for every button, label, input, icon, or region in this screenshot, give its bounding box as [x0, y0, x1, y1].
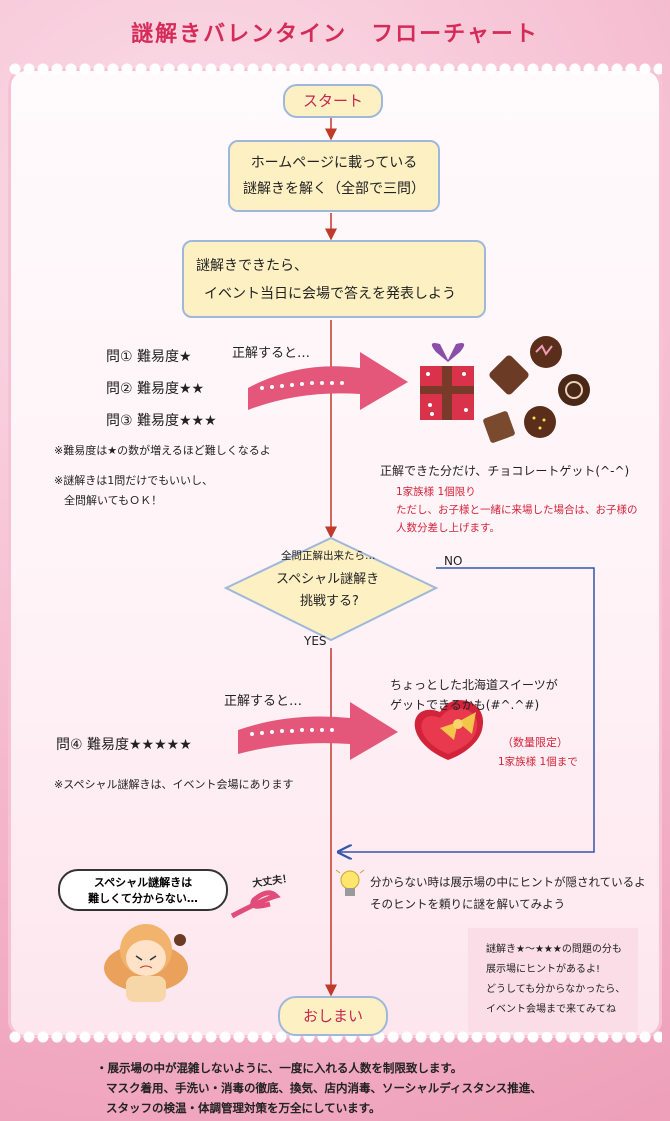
- partial-note-2: 全問解いてもＯＫ！: [64, 494, 163, 507]
- decision-line3: 挑戦する?: [300, 594, 359, 609]
- speech-bubble: スペシャル謎解きは 難しくて分からない…: [58, 869, 228, 911]
- partial-note-1: ※謎解きは1問だけでもいいし、: [54, 474, 213, 487]
- decision-diamond: [223, 536, 439, 642]
- arrow-right-2: [238, 702, 398, 760]
- bubble-line1: スペシャル謎解きは: [93, 876, 193, 889]
- decision-line1: 全問正解出来たら…: [281, 550, 376, 562]
- girl-illustration: [104, 924, 188, 1002]
- yes-label: YES: [304, 634, 327, 648]
- hint-line2: そのヒントを頼りに謎を解いてみよう: [370, 897, 566, 911]
- step1-line1: ホームページに載っている: [250, 155, 418, 171]
- reward-note-1: 1家族様 1個限り: [396, 486, 476, 498]
- question-3: 問③ 難易度★★★: [106, 413, 217, 429]
- swirl-decoration: [230, 890, 281, 919]
- limited-label: （数量限定）: [502, 736, 568, 749]
- limit-note: 1家族様 1個まで: [498, 756, 578, 768]
- chocolate-gift-illustration: [420, 336, 590, 443]
- light-bulb-icon: [335, 869, 365, 896]
- footer-line3: スタッフの検温・体調管理対策を万全にしています。: [106, 1101, 381, 1115]
- step-solve-puzzles: ホームページに載っている 謎解きを解く（全部で三問）: [228, 140, 440, 212]
- heart-gift-illustration: [414, 700, 484, 760]
- special-reward-line2: ゲットできるかも(#^.^#): [390, 698, 540, 712]
- no-label: NO: [444, 554, 463, 568]
- correct-text-2: 正解すると…: [224, 694, 303, 709]
- special-note: ※スペシャル謎解きは、イベント会場にあります: [54, 778, 294, 791]
- hint-box: [468, 928, 638, 1032]
- hint-box-line2: 展示場にヒントがあるよ!: [486, 964, 601, 975]
- bubble-line2: 難しくて分からない…: [88, 892, 198, 905]
- page-title: 謎解きバレンタイン フローチャート: [131, 22, 539, 47]
- hint-box-line4: イベント会場まで来てみてね: [486, 1004, 616, 1015]
- hint-line1: 分からない時は展示場の中にヒントが隠されているよ: [370, 875, 646, 889]
- step2-line1: 謎解きできたら、: [196, 258, 308, 274]
- question-2: 問② 難易度★★: [106, 381, 205, 397]
- hint-box-line1: 謎解き★～★★★の問題の分も: [486, 944, 622, 955]
- reward-note-3: 人数分差し上げます。: [396, 522, 500, 534]
- question-4: 問④ 難易度★★★★★: [56, 737, 192, 753]
- special-reward-line1: ちょっとした北海道スイーツが: [390, 678, 558, 692]
- footer-line2: マスク着用、手洗い・消毒の徹底、換気、店内消毒、ソーシャルディスタンス推進、: [106, 1081, 542, 1095]
- step2-line2: イベント当日に会場で答えを発表しよう: [204, 286, 456, 302]
- lace-border-bottom: [8, 1030, 662, 1044]
- decision-line2: スペシャル謎解き: [276, 572, 380, 587]
- start-node: スタート: [283, 84, 383, 118]
- step-announce-answers: 謎解きできたら、 イベント当日に会場で答えを発表しよう: [182, 240, 486, 318]
- footer-notice: ・展示場の中が混雑しないように、一度に入れる人数を制限致します。 マスク着用、手…: [96, 1058, 542, 1118]
- footer-line1: ・展示場の中が混雑しないように、一度に入れる人数を制限致します。: [96, 1061, 463, 1075]
- arrow-right-1: [248, 352, 408, 410]
- reward-text: 正解できた分だけ、チョコレートゲット(^-^): [380, 464, 630, 478]
- step1-line2: 謎解きを解く（全部で三問）: [243, 181, 425, 197]
- difficulty-note: ※難易度は★の数が増えるほど難しくなるよ: [54, 444, 271, 457]
- question-1: 問① 難易度★: [106, 349, 192, 365]
- end-node: おしまい: [278, 996, 388, 1036]
- hint-box-line3: どうしても分からなかったら、: [486, 984, 626, 995]
- correct-text-1: 正解すると…: [232, 346, 311, 361]
- lace-border-top: [8, 62, 662, 76]
- reward-note-2: ただし、お子様と一緒に来場した場合は、お子様の: [396, 504, 638, 516]
